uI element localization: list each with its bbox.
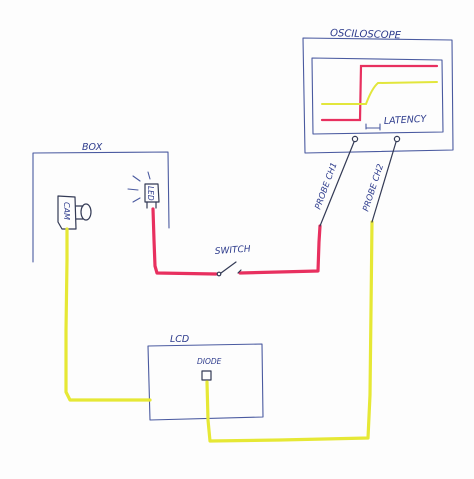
box-frame [32, 151, 170, 263]
lcd-label: LCD [170, 334, 189, 345]
oscilloscope-screen [311, 57, 444, 135]
probe-ch2-connector [393, 135, 401, 143]
probe-ch1-lead [319, 141, 355, 227]
probe-ch2-lead [371, 141, 397, 223]
led-label: LED [146, 186, 155, 201]
box-label: BOX [82, 142, 103, 153]
switch-label: SWITCH [215, 245, 252, 257]
yellow-wire-cam-to-lcd [64, 227, 152, 402]
trace-ch2-yellow [321, 81, 438, 105]
box: BOX CAM LED [32, 142, 170, 263]
lcd-frame [147, 343, 264, 421]
red-wire-switch-to-probe-ch1 [238, 224, 322, 275]
oscilloscope: OSCILOSCOPE LATENCY [302, 28, 454, 154]
diode-icon [201, 370, 212, 381]
trace-ch1-red [320, 64, 439, 122]
camera-icon [57, 195, 92, 230]
red-wire-led-to-switch [151, 207, 218, 276]
cam-label: CAM [62, 202, 71, 220]
led-icon [127, 171, 160, 209]
yellow-wire-diode-to-probe-ch2 [205, 220, 374, 443]
oscilloscope-label: OSCILOSCOPE [330, 28, 402, 41]
switch-icon [216, 261, 242, 277]
probe-ch1-connector [351, 135, 359, 143]
lcd-panel: LCD DIODE [147, 334, 264, 421]
oscilloscope-frame [302, 37, 454, 154]
latency-label: LATENCY [384, 114, 428, 127]
latency-bracket [365, 123, 381, 131]
diode-label: DIODE [197, 357, 222, 366]
